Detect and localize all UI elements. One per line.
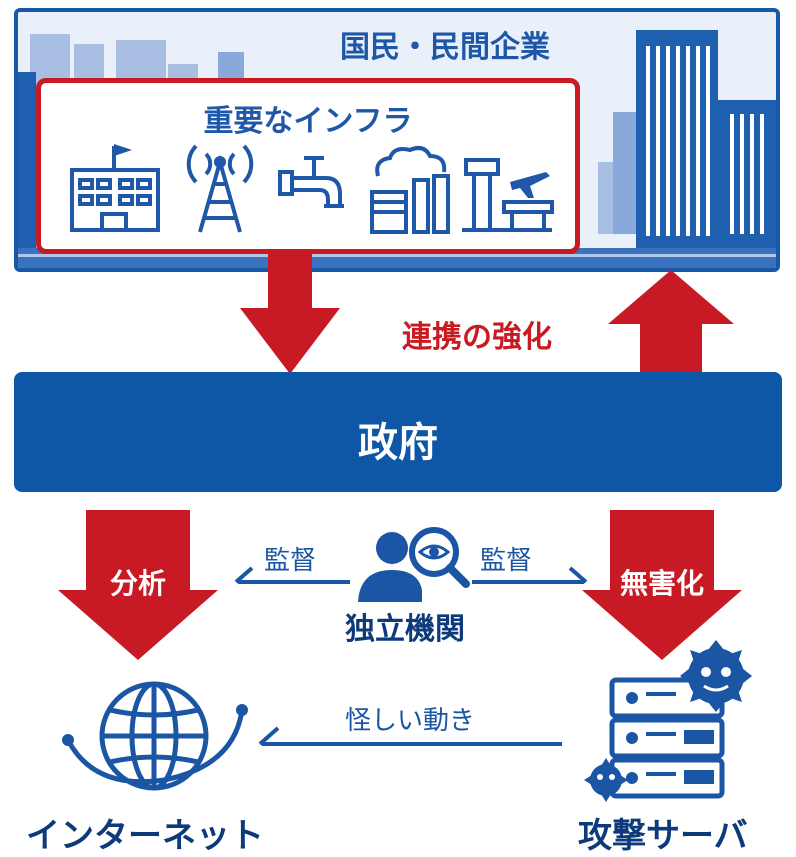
oversight-left-label: 監督 (264, 546, 317, 576)
suspicious-activity-label: 怪しい動き (344, 706, 475, 736)
airport-tower-icon (462, 158, 554, 232)
government-bar (14, 372, 782, 492)
globe-icon (62, 681, 248, 791)
suspicious-activity-arrow (258, 726, 562, 746)
cooperation-strengthening-label: 連携の強化 (402, 320, 552, 355)
down-arrow-to-government (240, 252, 340, 374)
neutralize-label: 無害化 (619, 567, 704, 600)
oversight-right-arrow (472, 566, 588, 584)
school-building-icon (70, 144, 160, 232)
oversight-left-arrow (234, 566, 350, 584)
oversight-right-label: 監督 (480, 546, 533, 576)
critical-infrastructure-title: 重要なインフラ (203, 104, 413, 139)
government-label: 政府 (358, 420, 438, 466)
up-arrow-from-government (608, 270, 734, 374)
citizens-companies-title: 国民・民間企業 (340, 30, 550, 65)
attack-server-icon (584, 640, 752, 802)
inspector-person-icon (358, 527, 470, 602)
internet-label: インターネット (26, 816, 264, 856)
water-faucet-icon (278, 156, 344, 208)
radio-tower-icon (186, 144, 254, 233)
analysis-arrow (58, 510, 218, 660)
analysis-label: 分析 (109, 567, 166, 600)
neutralize-arrow (582, 510, 742, 660)
factory-plant-icon (370, 146, 450, 234)
independent-agency-label: 独立機関 (345, 612, 465, 647)
attack-server-label: 攻撃サーバ (578, 816, 748, 856)
